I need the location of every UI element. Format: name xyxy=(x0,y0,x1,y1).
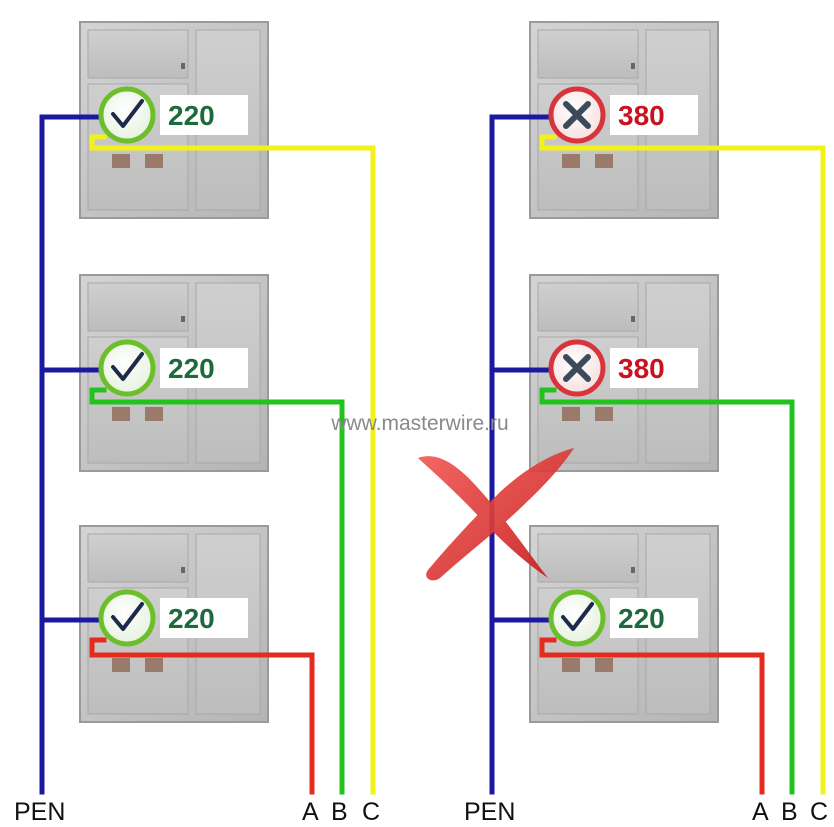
right-pen-label: PEN xyxy=(464,798,515,826)
cross-icon xyxy=(563,354,591,382)
check-icon xyxy=(111,602,144,631)
right-c-label: C xyxy=(810,798,828,826)
right-meter-3: 220 xyxy=(548,589,698,647)
right-pen-wire xyxy=(489,114,557,795)
left-c-label: C xyxy=(362,798,380,826)
right-phase-a-wire xyxy=(539,637,765,795)
voltage-reading: 220 xyxy=(168,603,215,634)
voltage-reading: 220 xyxy=(168,353,215,384)
left-phase-c-wire xyxy=(89,134,376,795)
left-b-label: B xyxy=(331,798,348,826)
right-meter-2: 380 xyxy=(548,339,698,397)
left-a-label: A xyxy=(302,798,319,826)
left-pen-label: PEN xyxy=(14,798,65,826)
right-meter-1: 380 xyxy=(548,86,698,144)
red-x-mark xyxy=(418,448,574,581)
voltage-reading: 220 xyxy=(168,100,215,131)
right-b-label: B xyxy=(781,798,798,826)
left-phase-b-wire xyxy=(89,387,345,795)
check-icon xyxy=(111,352,144,381)
check-icon xyxy=(561,602,594,631)
watermark-text: www.masterwire.ru xyxy=(330,412,508,435)
left-pen-wire xyxy=(39,114,107,795)
left-phase-a-wire xyxy=(89,637,315,795)
voltage-reading: 220 xyxy=(618,603,665,634)
voltage-reading: 380 xyxy=(618,100,665,131)
right-phase-b-wire xyxy=(539,387,795,795)
left-meter-1: 220 xyxy=(98,86,248,144)
right-a-label: A xyxy=(752,798,769,826)
voltage-reading: 380 xyxy=(618,353,665,384)
left-meter-2: 220 xyxy=(98,339,248,397)
check-icon xyxy=(111,99,144,128)
right-phase-c-wire xyxy=(539,134,826,795)
left-meter-3: 220 xyxy=(98,589,248,647)
cross-icon xyxy=(563,101,591,129)
